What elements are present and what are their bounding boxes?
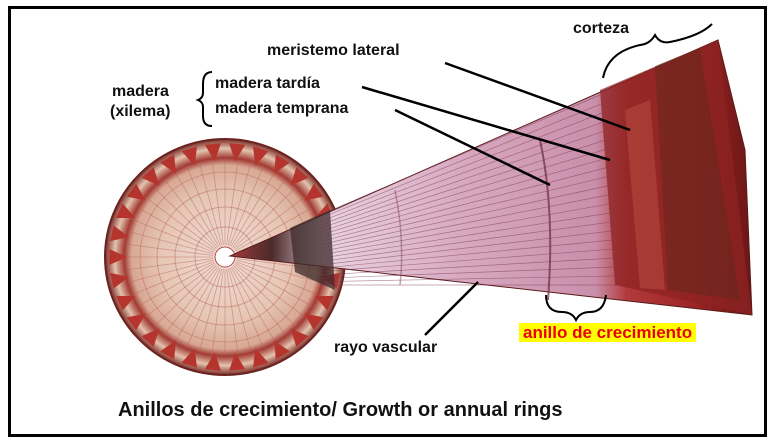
label-corteza: corteza — [573, 21, 629, 37]
madera-brace — [198, 72, 212, 126]
figure-caption: Anillos de crecimiento/ Growth or annual… — [118, 400, 563, 420]
label-meristemo-lateral: meristemo lateral — [267, 43, 400, 59]
anillo-bracket — [546, 295, 606, 320]
label-madera: madera — [112, 84, 169, 100]
label-rayo-vascular: rayo vascular — [334, 340, 437, 356]
label-madera-temprana: madera temprana — [215, 101, 348, 117]
label-madera-tardia: madera tardía — [215, 76, 320, 92]
label-xilema: (xilema) — [110, 104, 170, 120]
label-anillo-de-crecimiento: anillo de crecimiento — [519, 323, 696, 342]
